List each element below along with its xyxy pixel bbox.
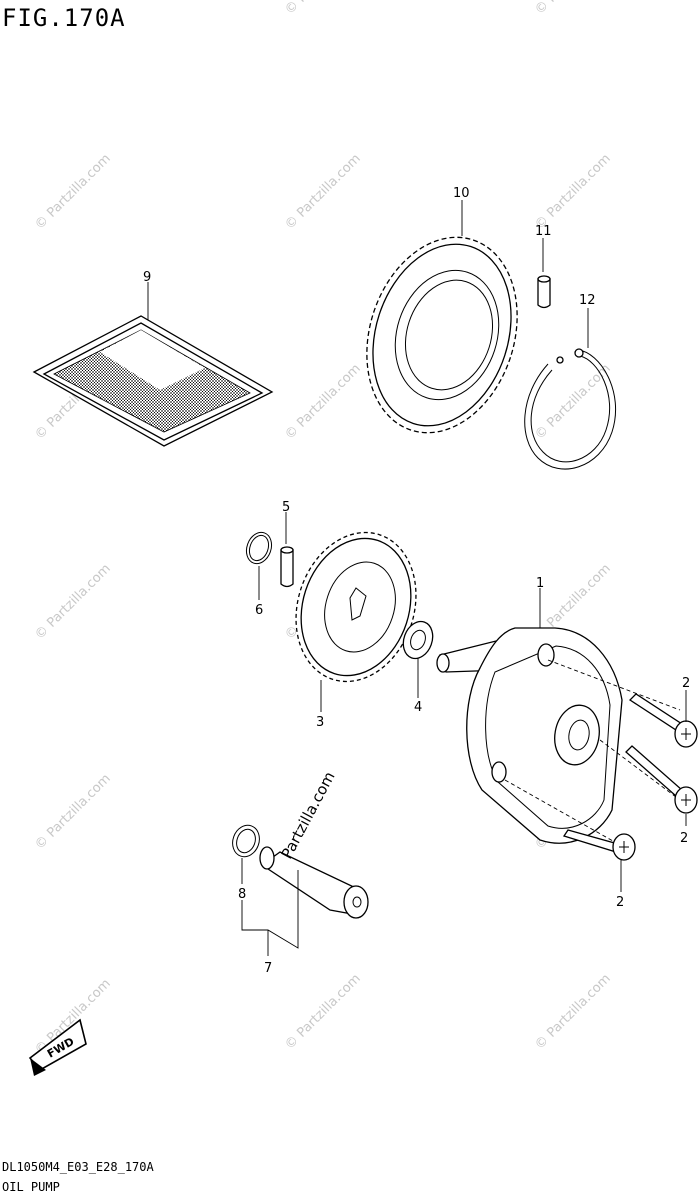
watermark-text: © Partzilla.com: [532, 971, 614, 1053]
watermark-text: © Partzilla.com: [532, 361, 614, 443]
part-7-shaft: [259, 846, 369, 919]
callout-11: 11: [535, 224, 552, 239]
callout-3: 3: [316, 715, 324, 730]
callout-12: 12: [579, 293, 596, 308]
part-4-washer: [402, 620, 434, 660]
part-9-oil-strainer: [32, 315, 274, 447]
watermark-text: © Partzilla.com: [282, 361, 364, 443]
callout-7: 7: [264, 961, 272, 976]
callout-6: 6: [255, 603, 263, 618]
part-8-o-ring: [232, 824, 260, 858]
watermark-text: © Partzilla.com: [32, 561, 114, 643]
watermark-text: © Partzilla.com: [282, 971, 364, 1053]
callout-9: 9: [143, 270, 151, 285]
watermark-text: © Partzilla.com: [32, 771, 114, 853]
watermark-text: © Partzilla.com: [282, 151, 364, 233]
callout-labels: 1 2 2 2 3 4 5 6 7 8 9 10 11 12: [143, 186, 690, 976]
callout-4: 4: [414, 700, 422, 715]
part-11-pin: [537, 275, 551, 309]
watermark-text: © Partzilla.com: [32, 151, 114, 233]
figure-code: DL1050M4_E03_E28_170A: [2, 1160, 154, 1174]
figure-name: OIL PUMP: [2, 1180, 60, 1194]
callout-2: 2: [680, 831, 688, 846]
part-2-screws: [562, 693, 698, 861]
part-12-circlip: [524, 348, 617, 470]
part-10-driven-gear: [366, 236, 518, 434]
callout-1: 1: [536, 576, 544, 591]
figure-title: FIG.170A: [2, 4, 126, 32]
fwd-arrow: FWD: [28, 1018, 87, 1076]
leader-lines: [147, 200, 687, 956]
part-6-circlip: [245, 531, 273, 565]
part-3-drive-gear: [295, 531, 417, 683]
part-5-pin: [280, 546, 294, 588]
callout-2: 2: [682, 676, 690, 691]
callout-5: 5: [282, 500, 290, 515]
callout-8: 8: [238, 887, 246, 902]
part-1-oil-pump: [436, 627, 681, 846]
watermark-center: Partzilla.com: [278, 769, 339, 862]
callout-2: 2: [616, 895, 624, 910]
watermark-text: © Partzilla.com: [282, 0, 364, 18]
watermark-text: © Partzilla.com: [532, 151, 614, 233]
watermark-text: © Partzilla.com: [532, 0, 614, 18]
callout-10: 10: [453, 186, 470, 201]
